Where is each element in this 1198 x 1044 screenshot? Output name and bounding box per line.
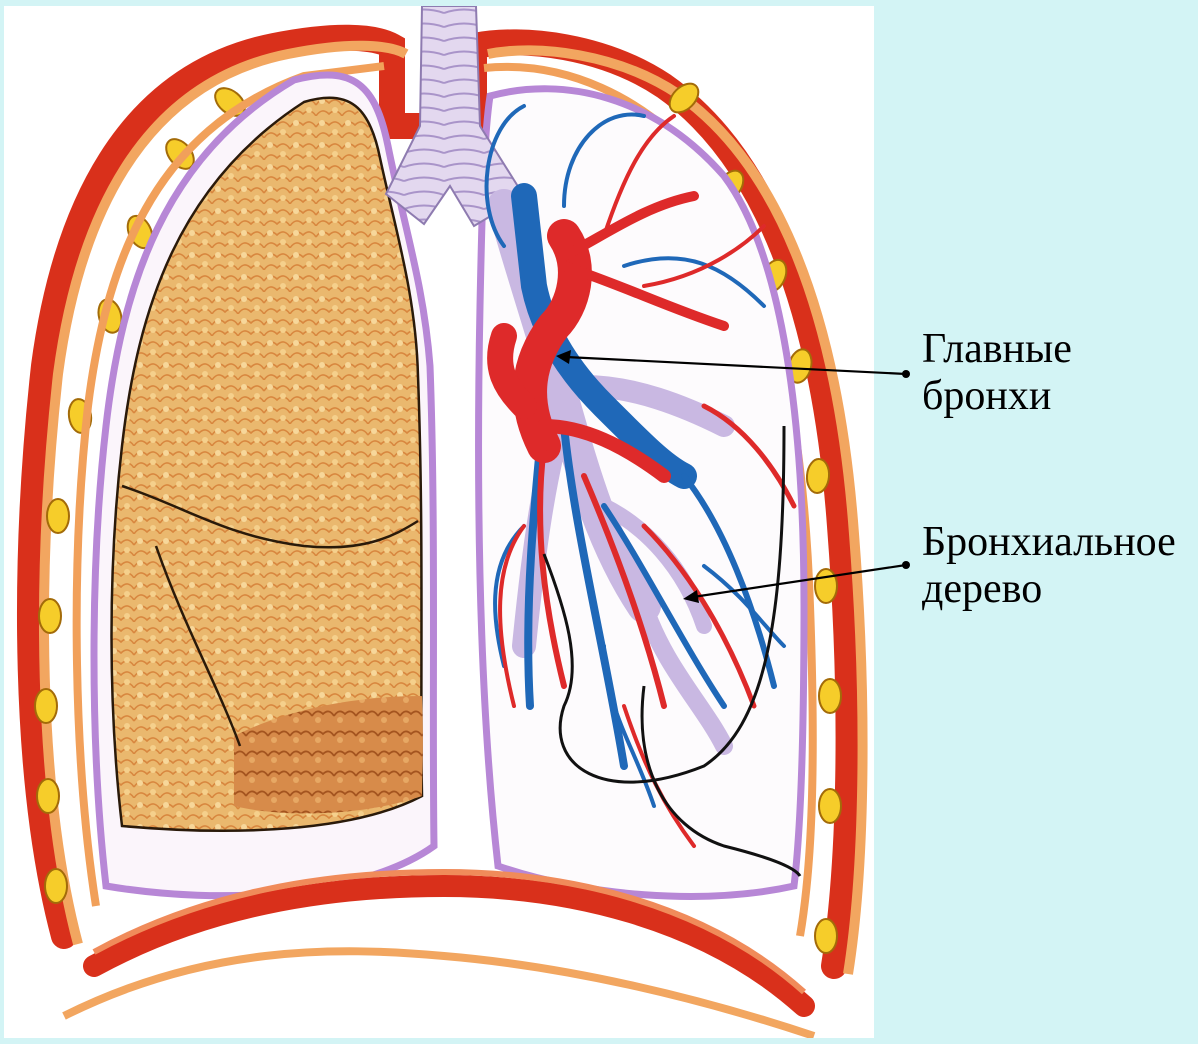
lungs-drawing [4,6,874,1038]
label-bronchial-tree-line1: Бронхиальное [922,519,1176,566]
label-bronchial-tree: Бронхиальное дерево [922,519,1176,613]
label-main-bronchi-line1: Главные [922,326,1072,373]
label-main-bronchi: Главные бронхи [922,326,1072,420]
label-bronchial-tree-line2: дерево [922,566,1176,613]
label-main-bronchi-line2: бронхи [922,373,1072,420]
lungs-illustration [4,6,874,1038]
